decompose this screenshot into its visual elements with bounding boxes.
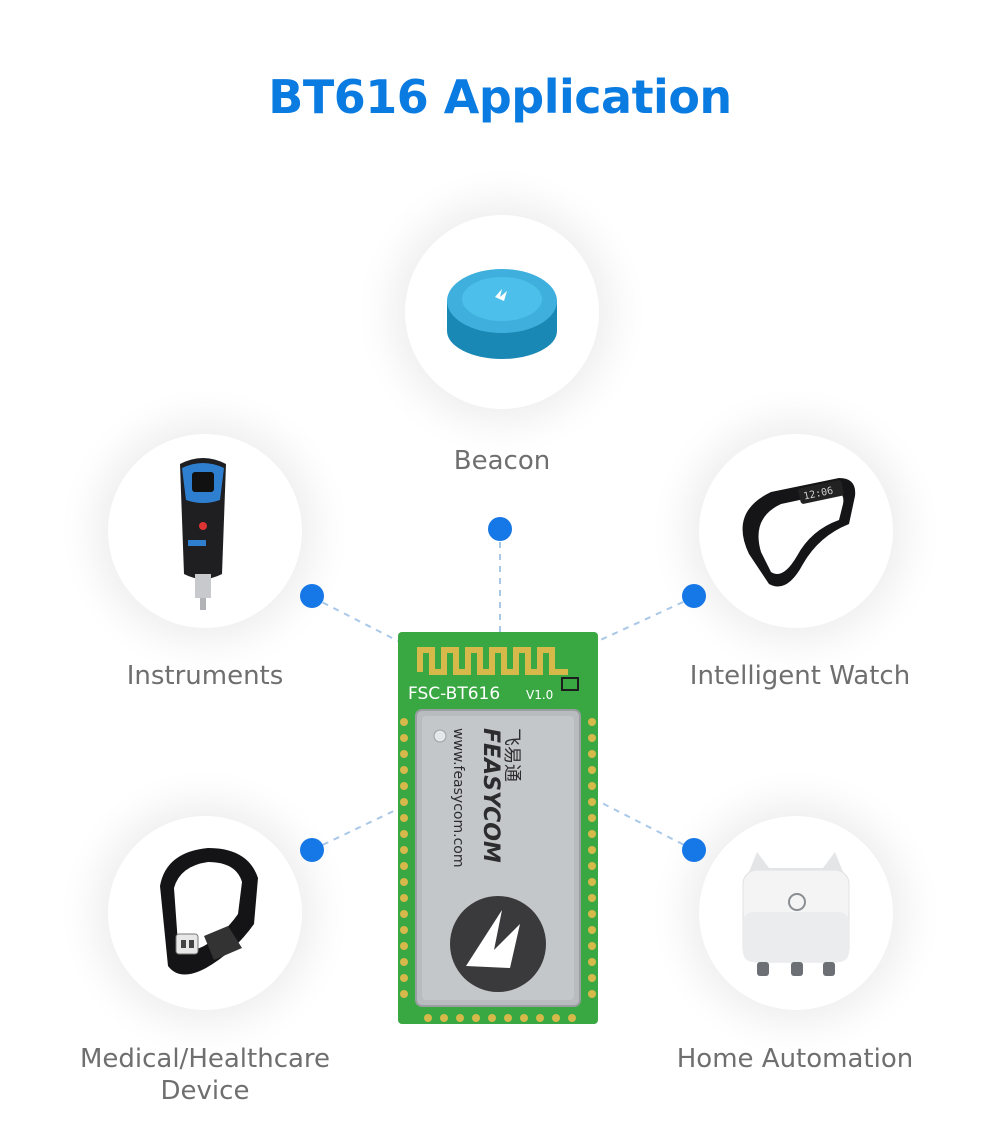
module-version: V1.0 (526, 688, 553, 702)
medical-circle (108, 816, 302, 1010)
module-brand-cn: 飞易通 (501, 728, 522, 782)
medical-label-line2: Device (160, 1076, 250, 1106)
module-brand: FEASYCOM (478, 728, 503, 863)
page-title: BT616 Application (268, 70, 732, 124)
antenna-trace (417, 647, 568, 675)
instruments-label: Instruments (126, 661, 284, 691)
instruments-circle (108, 434, 302, 628)
watch-label: Intelligent Watch (689, 661, 911, 691)
car-charger-icon (180, 458, 226, 610)
connector-home (595, 799, 695, 851)
feasycom-logo (450, 896, 546, 992)
connector-medical (311, 807, 401, 851)
module-model: FSC-BT616 (408, 684, 500, 704)
dot-medical (300, 838, 324, 862)
beacon-label: Beacon (453, 446, 551, 476)
beacon-icon (447, 269, 557, 359)
health-band-icon (160, 848, 258, 975)
connector-watch (595, 596, 695, 643)
medical-label: Medical/Healthcare Device (60, 1043, 350, 1107)
bt616-module: FSC-BT616 V1.0 FEASYCOM 飞易通 www.feasycom… (398, 632, 598, 1024)
connector-instruments (311, 596, 401, 643)
dot-instruments (300, 584, 324, 608)
module-url: www.feasycom.com (450, 728, 466, 867)
dot-beacon (488, 517, 512, 541)
home-circle (699, 816, 893, 1010)
solder-pads (400, 718, 596, 1022)
home-label: Home Automation (676, 1044, 914, 1074)
dot-watch (682, 584, 706, 608)
smart-speaker-icon (742, 852, 850, 976)
smart-band-icon: 12:06 (742, 478, 856, 587)
watch-circle: 12:06 (699, 434, 893, 628)
medical-label-line1: Medical/Healthcare (79, 1044, 331, 1074)
beacon-circle (405, 215, 599, 409)
dot-home (682, 838, 706, 862)
